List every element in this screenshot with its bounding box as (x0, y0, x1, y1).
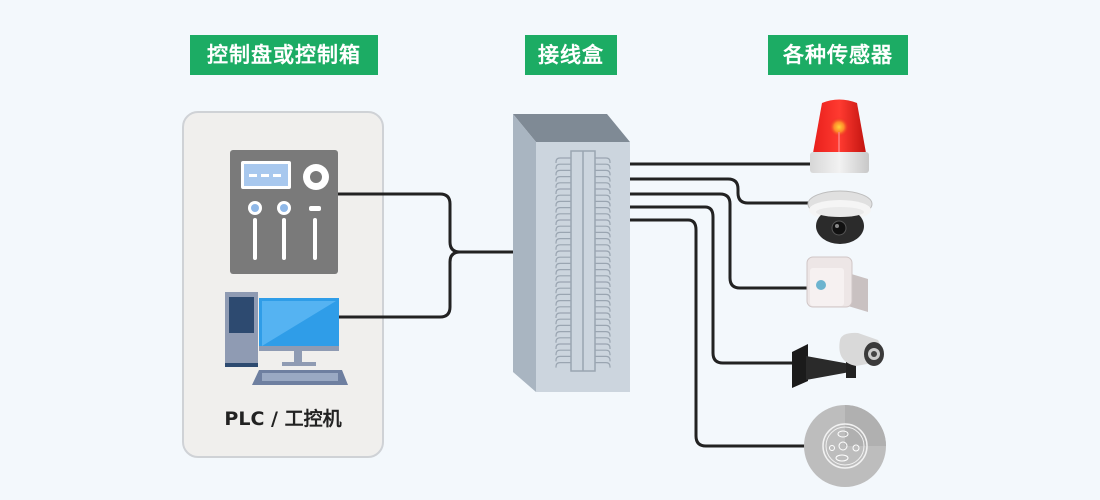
terminal-wire-left (555, 256, 571, 263)
terminal-wire-left (555, 312, 571, 318)
terminal-rows (555, 157, 611, 368)
dome-camera-icon (807, 190, 873, 244)
terminal-wire-left (555, 300, 571, 306)
wire-round-sensor (630, 218, 806, 448)
terminal-wire-left (555, 355, 571, 362)
junction-box-label: 接线盒 (525, 35, 617, 75)
terminal-wire-right (595, 225, 611, 232)
terminal-wire-right (595, 337, 611, 343)
terminal-wire-right (595, 281, 611, 287)
terminal-wire-right (595, 176, 611, 182)
terminal-wire-left (555, 250, 571, 256)
terminal-wire-right (595, 244, 611, 250)
terminal-wire-right (595, 219, 611, 225)
terminal-wire-right (595, 306, 611, 312)
left-wiring (338, 192, 513, 319)
wire-control-panel (338, 192, 513, 254)
terminal-wire-right (595, 312, 611, 318)
wire-computer (338, 250, 461, 319)
terminal-wire-right (595, 269, 611, 275)
terminal-wire-left (555, 188, 571, 194)
terminal-wire-left (555, 219, 571, 225)
terminal-wire-left (555, 362, 571, 368)
terminal-wire-left (555, 225, 571, 232)
right-wiring (630, 162, 812, 448)
terminal-wire-right (595, 157, 611, 163)
terminal-wire-right (595, 331, 611, 337)
terminal-wire-right (595, 238, 611, 244)
terminal-wire-left (555, 324, 571, 331)
computer-icon (225, 292, 348, 385)
terminal-wire-right (595, 250, 611, 256)
terminal-wire-right (595, 194, 611, 201)
terminal-wire-left (555, 169, 571, 176)
terminal-wire-left (555, 306, 571, 312)
terminal-wire-right (595, 169, 611, 176)
terminal-wire-left (555, 349, 571, 356)
terminal-wire-left (555, 337, 571, 343)
terminal-wire-right (595, 300, 611, 306)
terminal-wire-right (595, 343, 611, 349)
terminal-wire-right (595, 207, 611, 213)
terminal-wire-right (595, 200, 611, 207)
warning-beacon-icon (810, 99, 869, 173)
terminal-wire-left (555, 275, 571, 281)
terminal-wire-left (555, 207, 571, 213)
terminal-wire-left (555, 343, 571, 349)
terminal-wire-right (595, 213, 611, 219)
detector-box-icon (806, 256, 868, 312)
terminal-wire-right (595, 287, 611, 294)
wire-dome-camera (630, 177, 808, 205)
wire-bullet-camera (630, 205, 792, 365)
terminal-wire-left (555, 293, 571, 300)
control-panel-icon (230, 150, 338, 274)
terminal-wire-left (555, 176, 571, 182)
terminal-wire-right (595, 188, 611, 194)
sensors-label: 各种传感器 (768, 35, 908, 75)
junction-box-icon (513, 114, 630, 392)
controller-label: 控制盘或控制箱 (190, 35, 378, 75)
terminal-wire-right (595, 362, 611, 368)
terminal-wire-left (555, 331, 571, 337)
plc-caption: PLC / 工控机 (224, 408, 342, 430)
terminal-wire-right (595, 163, 611, 170)
terminal-wire-right (595, 318, 611, 325)
terminal-wire-left (555, 281, 571, 287)
terminal-wire-left (555, 194, 571, 201)
terminal-wire-right (595, 256, 611, 263)
terminal-wire-right (595, 275, 611, 281)
terminal-wire-right (595, 182, 611, 188)
terminal-wire-left (555, 213, 571, 219)
terminal-wire-right (595, 349, 611, 356)
terminal-wire-left (555, 182, 571, 188)
terminal-wire-left (555, 163, 571, 170)
wire-detector (630, 192, 808, 290)
terminal-wire-left (555, 244, 571, 250)
controller-panel (182, 111, 384, 458)
terminal-wire-right (595, 262, 611, 269)
terminal-wire-left (555, 318, 571, 325)
terminal-wire-left (555, 287, 571, 294)
bullet-camera-icon (792, 332, 884, 388)
terminal-wire-left (555, 157, 571, 163)
terminal-wire-right (595, 293, 611, 300)
terminal-wire-left (555, 262, 571, 269)
terminal-wire-left (555, 200, 571, 207)
round-sensor-icon (804, 405, 886, 487)
terminal-wire-right (595, 355, 611, 362)
terminal-wire-right (595, 231, 611, 238)
terminal-wire-left (555, 238, 571, 244)
terminal-wire-left (555, 231, 571, 238)
terminal-wire-left (555, 269, 571, 275)
terminal-wire-right (595, 324, 611, 331)
